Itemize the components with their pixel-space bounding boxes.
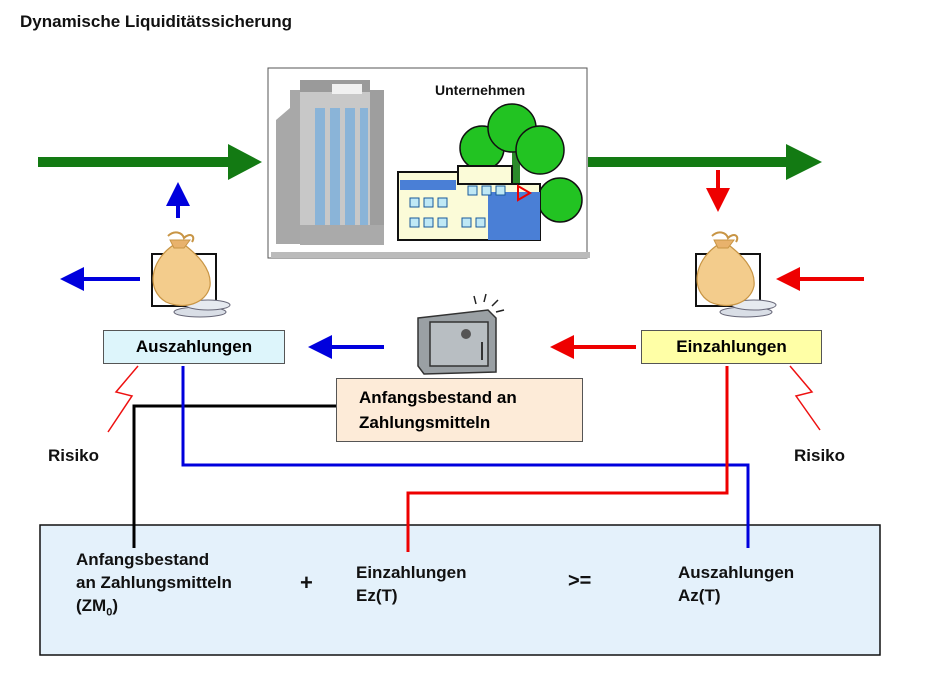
payouts-label: Auszahlungen — [135, 337, 253, 356]
formula-term3-line1: Auszahlungen — [678, 563, 795, 582]
payin-connector — [406, 366, 729, 552]
factory-icon — [397, 165, 541, 241]
formula-term1-symbol: (ZM0) — [76, 596, 119, 619]
formula-term3-line2: Az(T) — [678, 586, 721, 605]
formula-relation: >= — [568, 570, 592, 592]
payins-label: Einzahlungen — [676, 337, 787, 356]
payouts-box: Auszahlungen — [103, 330, 285, 364]
office-tower-icon — [300, 80, 384, 245]
payins-box: Einzahlungen — [641, 330, 822, 364]
initial-cash-connector — [132, 404, 336, 548]
risk-lightning-left — [107, 365, 139, 433]
money-bag-icon-left — [151, 231, 231, 318]
formula-term-payins: Einzahlungen Ez(T) — [356, 561, 467, 607]
formula-plus: + — [300, 570, 313, 595]
formula-term2-line1: Einzahlungen — [356, 563, 467, 582]
formula-box — [39, 524, 881, 656]
formula-term1-line1: Anfangsbestand — [76, 550, 210, 569]
formula-term-initial-cash: Anfangsbestand an Zahlungsmitteln (ZM0) — [76, 548, 232, 624]
cash-flow-arrow-out — [588, 144, 822, 180]
initial-cash-line1: Anfangsbestand an — [359, 388, 517, 407]
initial-cash-box: Anfangsbestand an Zahlungsmitteln — [336, 378, 583, 442]
formula-term-payouts: Auszahlungen Az(T) — [678, 561, 794, 607]
company-illustration — [267, 67, 590, 259]
risk-label-left: Risiko — [48, 446, 100, 465]
page-title: Dynamische Liquiditätssicherung — [20, 12, 293, 31]
payout-connector — [181, 366, 750, 548]
money-bag-icon-right — [695, 231, 777, 318]
formula-term1-line2: an Zahlungsmitteln — [76, 573, 232, 592]
risk-label-right: Risiko — [794, 446, 846, 465]
risk-lightning-right — [789, 365, 821, 431]
safe-icon — [417, 293, 505, 375]
initial-cash-line2: Zahlungsmitteln — [359, 413, 491, 432]
formula-term2-line2: Ez(T) — [356, 586, 398, 605]
cash-flow-arrow-in — [38, 144, 262, 180]
company-label: Unternehmen — [435, 82, 526, 98]
